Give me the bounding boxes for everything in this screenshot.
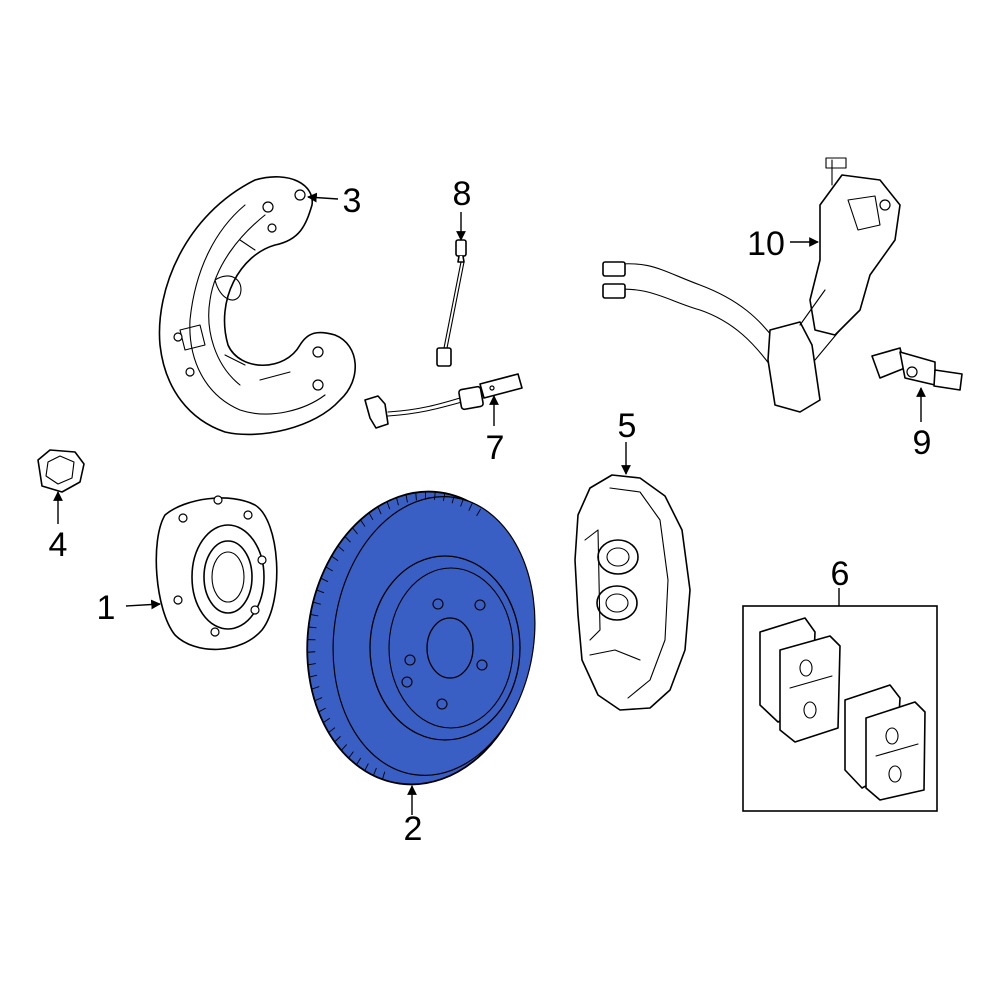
- leader-1: [125, 599, 161, 610]
- rotor-vent-tick: [325, 566, 333, 572]
- hub-bolt-part[interactable]: [37, 449, 85, 493]
- rotor-vent-tick: [368, 512, 374, 521]
- rotor-vent-tick: [415, 492, 417, 501]
- rotor-vent-tick: [337, 545, 345, 552]
- callout-5: 5: [618, 407, 637, 445]
- callout-10: 10: [747, 225, 785, 263]
- rotor-vent-tick: [377, 506, 382, 515]
- rotor-vent-tick: [372, 767, 377, 776]
- leader-lines: [53, 192, 926, 815]
- rotor-vent-tick: [314, 697, 323, 702]
- rotor-vent-tick: [320, 577, 329, 583]
- wear-sensor-lead-part[interactable]: [436, 239, 467, 367]
- callout-labels: 1 2 3 4 5 6 7 8 9 10: [49, 175, 932, 848]
- rotor-vent-tick: [352, 527, 358, 535]
- rotor-vent-tick: [460, 498, 464, 507]
- harness-bracket-part[interactable]: [602, 157, 901, 413]
- rotor-vent-tick: [309, 674, 318, 678]
- rotor-vent-tick: [364, 763, 369, 771]
- callout-1: 1: [97, 589, 116, 627]
- rotor-vent-tick: [386, 501, 391, 510]
- rotor-vent-tick: [360, 519, 366, 527]
- rotor-vent-tick: [405, 494, 408, 503]
- rotor-vent-tick: [312, 601, 321, 605]
- callout-2: 2: [404, 810, 423, 848]
- brake-caliper-part[interactable]: [574, 474, 691, 711]
- rotor-vent-tick: [323, 717, 331, 723]
- rotor-vent-tick: [307, 663, 316, 666]
- hub-bearing-part[interactable]: [155, 495, 278, 651]
- rotor-vent-tick: [331, 555, 339, 562]
- rotor-vent-tick: [348, 751, 354, 759]
- rotor-vent-tick: [468, 503, 473, 511]
- rotor-vent-tick: [341, 744, 348, 751]
- rotor-vent-tick: [476, 508, 481, 517]
- rotor-vent-tick: [356, 757, 362, 766]
- rotor-vent-tick: [382, 771, 386, 780]
- rotor-vent-tick: [334, 736, 341, 743]
- rotor-vent-tick: [311, 686, 320, 690]
- rotor-vent-tick: [316, 589, 325, 594]
- rotor-vent-tick: [310, 613, 319, 617]
- callout-3: 3: [343, 182, 362, 220]
- rotor-vent-tick: [307, 651, 316, 653]
- rotor-vent-tick: [308, 626, 317, 629]
- splash-shield-part[interactable]: [158, 176, 356, 436]
- callout-7: 7: [486, 429, 505, 467]
- rotor-vent-tick: [318, 707, 326, 713]
- callout-8: 8: [453, 175, 472, 213]
- rotor-vent-tick: [396, 497, 399, 506]
- rotor-vent-tick: [434, 491, 436, 500]
- leader-3: [307, 192, 339, 203]
- wear-sensor-part[interactable]: [364, 373, 523, 429]
- rotor-vent-tick: [451, 495, 455, 504]
- callout-4: 4: [49, 526, 68, 564]
- callout-6: 6: [831, 555, 850, 593]
- rotor-vent-tick: [344, 536, 351, 543]
- rotor-vent-tick: [328, 727, 336, 733]
- brake-rotor-part[interactable]: [289, 477, 553, 799]
- brake-pad-set-part[interactable]: [742, 605, 938, 812]
- speed-sensor-part[interactable]: [871, 347, 963, 391]
- callout-9: 9: [913, 424, 932, 462]
- rotor-vent-tick: [442, 493, 446, 502]
